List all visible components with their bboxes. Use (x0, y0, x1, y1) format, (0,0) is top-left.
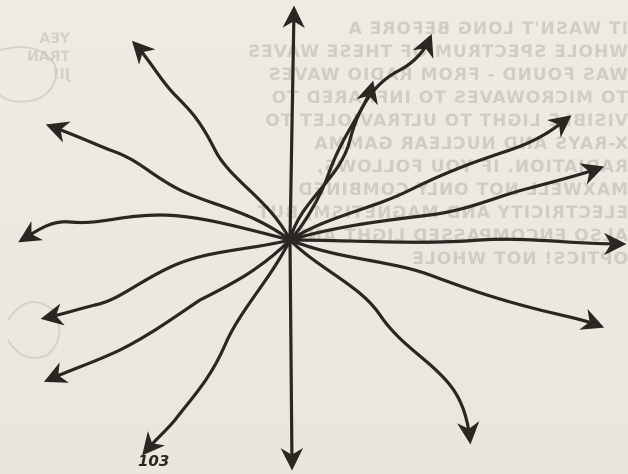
bleed-doodle (8, 302, 59, 358)
page-number: 103 (138, 452, 169, 470)
wave-arrow (290, 240, 600, 326)
wave-arrow (290, 168, 600, 240)
wave-arrow (290, 10, 294, 240)
wave-arrow (290, 239, 622, 244)
wave-arrow (135, 44, 290, 240)
wave-arrow (290, 240, 470, 440)
wave-arrow (22, 215, 290, 240)
wave-arrow (48, 240, 290, 380)
wave-arrow (45, 240, 290, 318)
bleed-doodle (0, 47, 56, 102)
wave-arrow (290, 118, 568, 240)
wave-arrow (290, 240, 292, 466)
wave-arrow (145, 240, 290, 452)
wave-arrow (290, 85, 372, 240)
